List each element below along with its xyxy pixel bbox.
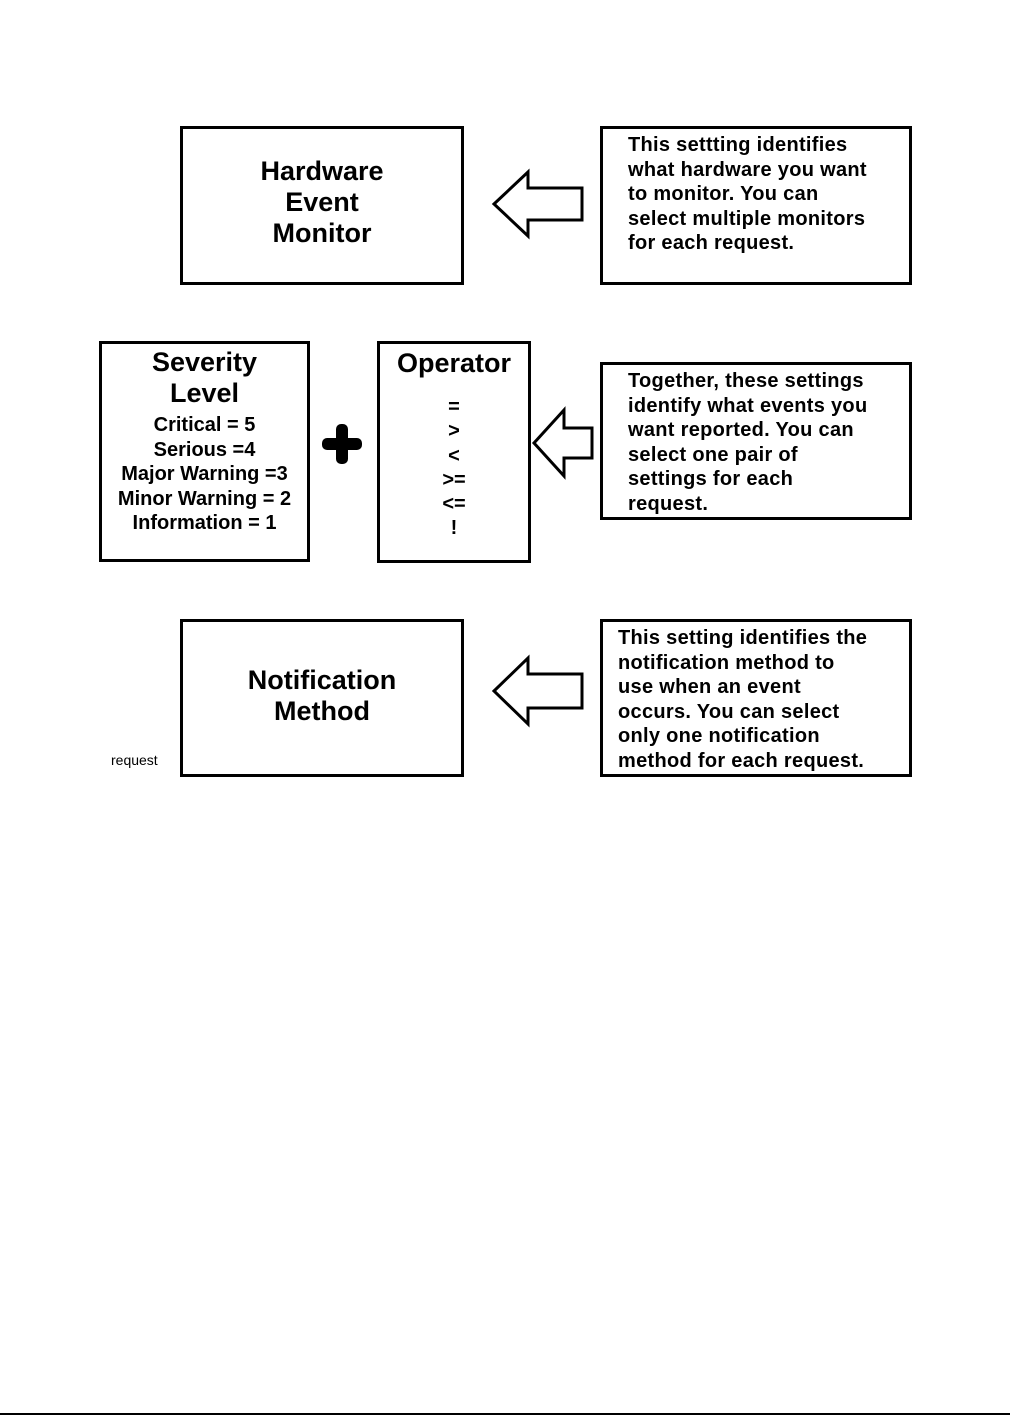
desc-line: identify what events you: [628, 394, 868, 417]
severity-item: Information = 1: [132, 512, 277, 534]
operator-item: =: [448, 396, 460, 418]
operator-item: <: [448, 444, 460, 467]
title-line: Notification: [247, 665, 397, 695]
hardware-description-text: This settting identifies what hardware y…: [628, 133, 867, 256]
desc-line: notification method to: [618, 651, 835, 674]
title-line: Severity: [151, 347, 258, 377]
hardware-event-monitor-box: Hardware Event Monitor: [180, 126, 464, 285]
desc-line: select multiple monitors: [628, 207, 866, 230]
plus-icon: [322, 424, 362, 464]
desc-line: want reported. You can: [628, 419, 854, 441]
notification-description-box: [600, 619, 912, 777]
severity-item: Major Warning =3: [121, 463, 288, 485]
notification-method-box: Notification Method: [180, 619, 464, 777]
desc-line: request.: [628, 492, 709, 515]
request-label: request: [111, 752, 158, 768]
severity-level-box: Severity Level Critical = 5 Serious =4 M…: [99, 341, 310, 562]
operator-title: Operator: [396, 348, 512, 378]
left-arrow-icon: [491, 168, 584, 240]
title-line: Event: [285, 187, 359, 217]
title-line: Level: [169, 378, 240, 408]
notification-method-title: Notification Method: [183, 665, 461, 727]
desc-line: for each request.: [628, 232, 795, 254]
operator-item: !: [450, 517, 458, 540]
operator-item: >=: [442, 468, 466, 491]
desc-line: only one notification: [618, 725, 820, 747]
left-arrow-icon: [531, 406, 594, 480]
desc-line: settings for each: [628, 468, 794, 490]
operator-item: >: [448, 420, 460, 443]
severity-item: Serious =4: [153, 438, 256, 461]
left-arrow-icon: [491, 654, 584, 728]
desc-line: This setting identifies the: [618, 627, 868, 649]
together-description-text: Together, these settings identify what e…: [628, 369, 867, 516]
desc-line: occurs. You can select: [618, 700, 840, 723]
desc-line: method for each request.: [618, 749, 865, 772]
operator-box: Operator = > < >= <= !: [377, 341, 531, 563]
desc-line: select one pair of: [628, 443, 798, 466]
desc-line: what hardware you want: [628, 158, 867, 181]
together-description-box: [600, 362, 912, 520]
notification-description-text: This setting identifies the notification…: [618, 626, 867, 773]
severity-item: Minor Warning = 2: [117, 487, 292, 510]
desc-line: use when an event: [618, 676, 801, 698]
desc-line: This settting identifies: [628, 134, 848, 156]
desc-line: Together, these settings: [628, 370, 864, 392]
operator-list: = > < >= <= !: [380, 395, 528, 541]
title-line: Monitor: [272, 218, 372, 248]
operator-item: <=: [442, 493, 466, 516]
hardware-event-monitor-title: Hardware Event Monitor: [183, 156, 461, 249]
severity-level-title: Severity Level: [102, 347, 307, 409]
severity-level-list: Critical = 5 Serious =4 Major Warning =3…: [98, 413, 311, 536]
bottom-rule: [0, 1413, 1010, 1415]
title-line: Method: [274, 696, 370, 726]
desc-line: to monitor. You can: [628, 183, 819, 205]
hardware-description-box: [600, 126, 912, 285]
severity-item: Critical = 5: [153, 414, 256, 436]
title-line: Hardware: [260, 156, 384, 186]
